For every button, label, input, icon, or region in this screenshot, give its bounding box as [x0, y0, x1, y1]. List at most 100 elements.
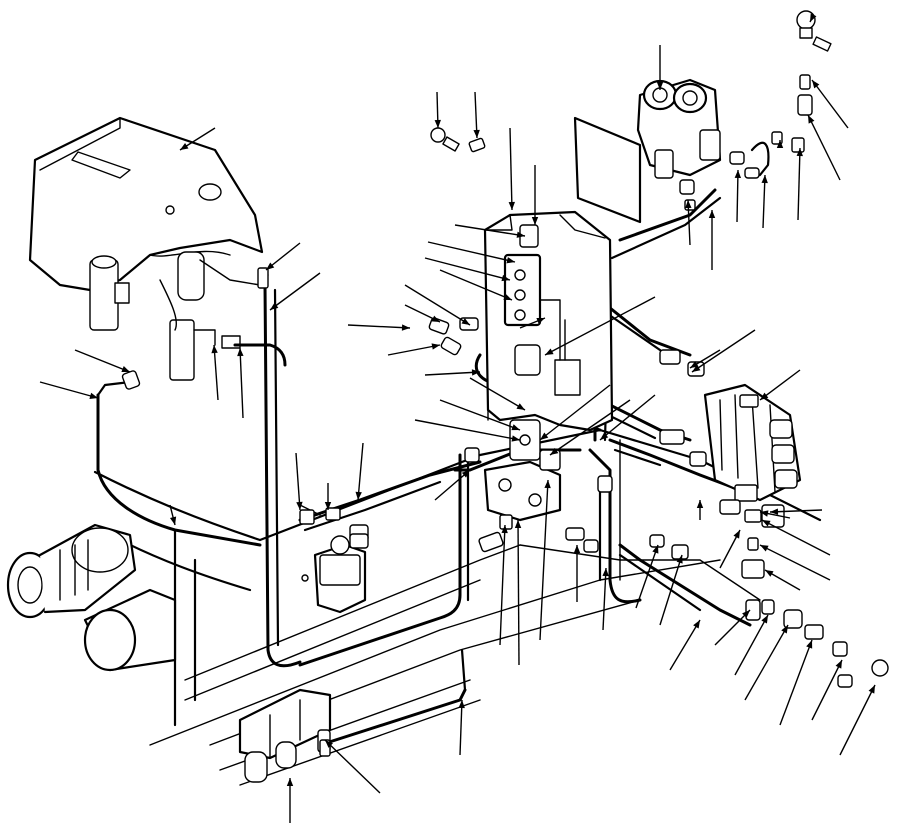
callout-arrowhead [600, 432, 609, 440]
callout-leader-line [459, 699, 463, 756]
callout-arrowhead [770, 508, 779, 515]
callout-arrowhead [296, 501, 303, 510]
callout-arrowhead [806, 640, 813, 649]
callout-arrowhead [761, 175, 768, 184]
callout-arrowhead [676, 555, 683, 564]
callout-leader-line [761, 519, 831, 556]
callout-arrowhead [762, 520, 771, 527]
callout-arrowhead [708, 210, 716, 218]
callout-arrowhead [796, 148, 803, 157]
callout-leader-line [439, 399, 521, 431]
callout-arrowhead [169, 516, 177, 525]
callout-leader-line [839, 684, 876, 756]
callout-arrowhead [473, 129, 480, 138]
callout-leader-line [807, 114, 841, 181]
callout-arrowhead [511, 435, 520, 442]
callout-arrowhead [516, 231, 525, 238]
steering-motor [6, 523, 177, 672]
fittings [121, 10, 889, 757]
callout-arrowhead [544, 480, 551, 489]
callout-leader-line [769, 509, 823, 513]
callout-arrowhead [812, 80, 820, 89]
callout-arrowhead [692, 364, 701, 372]
callout-arrowhead [461, 470, 470, 478]
callout-leader-line [499, 524, 506, 646]
hydraulic-tank [28, 116, 264, 292]
callout-arrowhead [324, 502, 332, 510]
callout-arrowhead [540, 432, 549, 440]
callout-arrowhead [89, 392, 98, 399]
callout-arrowhead [506, 257, 515, 264]
callout-leader-line [295, 452, 301, 511]
callout-leader-line [239, 347, 244, 419]
callout-arrowhead [501, 274, 510, 282]
callout-arrowhead [776, 140, 784, 148]
callout-leader-line [539, 384, 611, 441]
callout-arrowhead [808, 115, 815, 124]
callout-arrowhead [760, 545, 769, 552]
callout-leader-line [734, 614, 769, 676]
callout-arrowhead [180, 143, 189, 150]
callout-leader-line [659, 554, 683, 626]
callout-leader-line [213, 344, 219, 401]
callout-leader-line [744, 624, 789, 701]
callout-arrowhead [656, 82, 664, 90]
callout-leader-line [39, 381, 99, 399]
callout-arrowhead [573, 545, 581, 553]
callout-leader-line [736, 169, 739, 223]
callout-leader-line [454, 224, 526, 237]
callout-arrowhead [461, 318, 470, 325]
callout-leader-line [74, 349, 131, 373]
hydraulic-filters [238, 688, 332, 783]
control-valve-stack [703, 383, 802, 502]
callout-leader-line [797, 147, 801, 221]
callout-arrowhead [355, 491, 362, 500]
callout-leader-line [759, 369, 801, 401]
callout-leader-line [414, 419, 521, 441]
priority-valve [483, 419, 562, 522]
callout-arrowhead [237, 348, 244, 357]
callout-arrowhead [434, 119, 441, 128]
callout-leader-line [602, 567, 607, 631]
callout-arrowhead [760, 392, 769, 400]
callout-leader-line [427, 241, 516, 263]
callout-arrowhead [325, 740, 333, 748]
callout-arrowhead [211, 345, 218, 354]
callout-leader-line [424, 257, 511, 281]
callout-arrowhead [501, 525, 508, 534]
callout-arrowhead [734, 170, 742, 179]
callout-arrowhead [693, 620, 700, 629]
callout-arrowhead [286, 778, 294, 786]
steering-valve [299, 504, 369, 614]
callout-arrowhead [602, 568, 609, 577]
callout-arrowhead [270, 302, 279, 310]
tank-filter-assembly [89, 251, 269, 381]
callout-leader-line [549, 399, 631, 456]
callout-arrowhead [531, 217, 539, 225]
callout-arrowhead [733, 530, 740, 539]
callout-arrowhead [503, 293, 512, 300]
callout-arrowhead [401, 324, 410, 331]
callout-leader-line [509, 127, 513, 211]
callout-arrowhead [471, 369, 480, 376]
callout-leader-line [517, 519, 520, 666]
callout-leader-line [714, 609, 751, 646]
callout-arrowhead [685, 200, 692, 209]
callout-arrowhead [835, 660, 842, 669]
callout-leader-line [357, 442, 364, 501]
callout-leader-line [811, 659, 843, 721]
callout-leaders [39, 13, 876, 823]
callout-arrowhead [514, 520, 522, 529]
callout-arrowhead [810, 13, 817, 22]
callout-arrowhead [431, 315, 440, 322]
callout-arrowhead [696, 500, 704, 508]
callout-leader-line [691, 329, 756, 373]
callout-arrowhead [536, 318, 545, 324]
callout-arrowhead [742, 610, 750, 618]
callout-leader-line [439, 269, 513, 301]
callout-leader-line [544, 296, 656, 356]
callout-leader-line [762, 174, 766, 229]
callout-leader-line [347, 324, 411, 329]
